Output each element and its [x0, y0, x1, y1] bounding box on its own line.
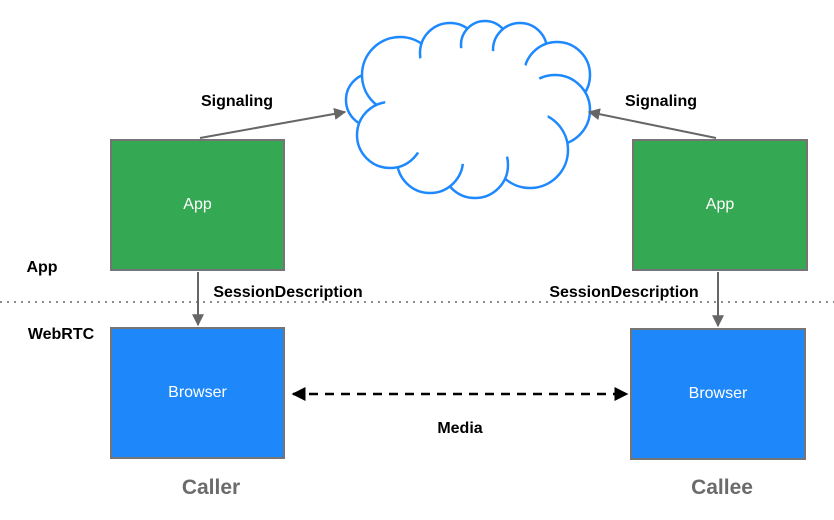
callee-app-label: App: [705, 196, 735, 213]
cloud-icon: [344, 19, 592, 200]
signaling-label-left: Signaling: [201, 93, 273, 110]
caller-app-node: App: [110, 139, 285, 271]
signaling-arrow-right: [587, 108, 717, 139]
session-description-label-left: SessionDescription: [213, 284, 363, 301]
callee-browser-label: Browser: [688, 385, 748, 402]
callee-browser-node: Browser: [630, 328, 806, 460]
caller-browser-label: Browser: [168, 384, 227, 401]
signaling-label-right: Signaling: [625, 93, 697, 110]
media-label: Media: [437, 420, 483, 437]
session-description-label-right: SessionDescription: [549, 284, 699, 301]
app-layer-label: App: [26, 259, 58, 276]
signaling-arrow-left: [199, 108, 347, 139]
callee-app-node: App: [632, 139, 808, 271]
caller-app-label: App: [183, 196, 212, 213]
caller-browser-node: Browser: [110, 327, 285, 459]
webrtc-layer-label: WebRTC: [27, 326, 95, 343]
callee-caption: Callee: [691, 476, 753, 499]
caller-caption: Caller: [181, 476, 241, 499]
